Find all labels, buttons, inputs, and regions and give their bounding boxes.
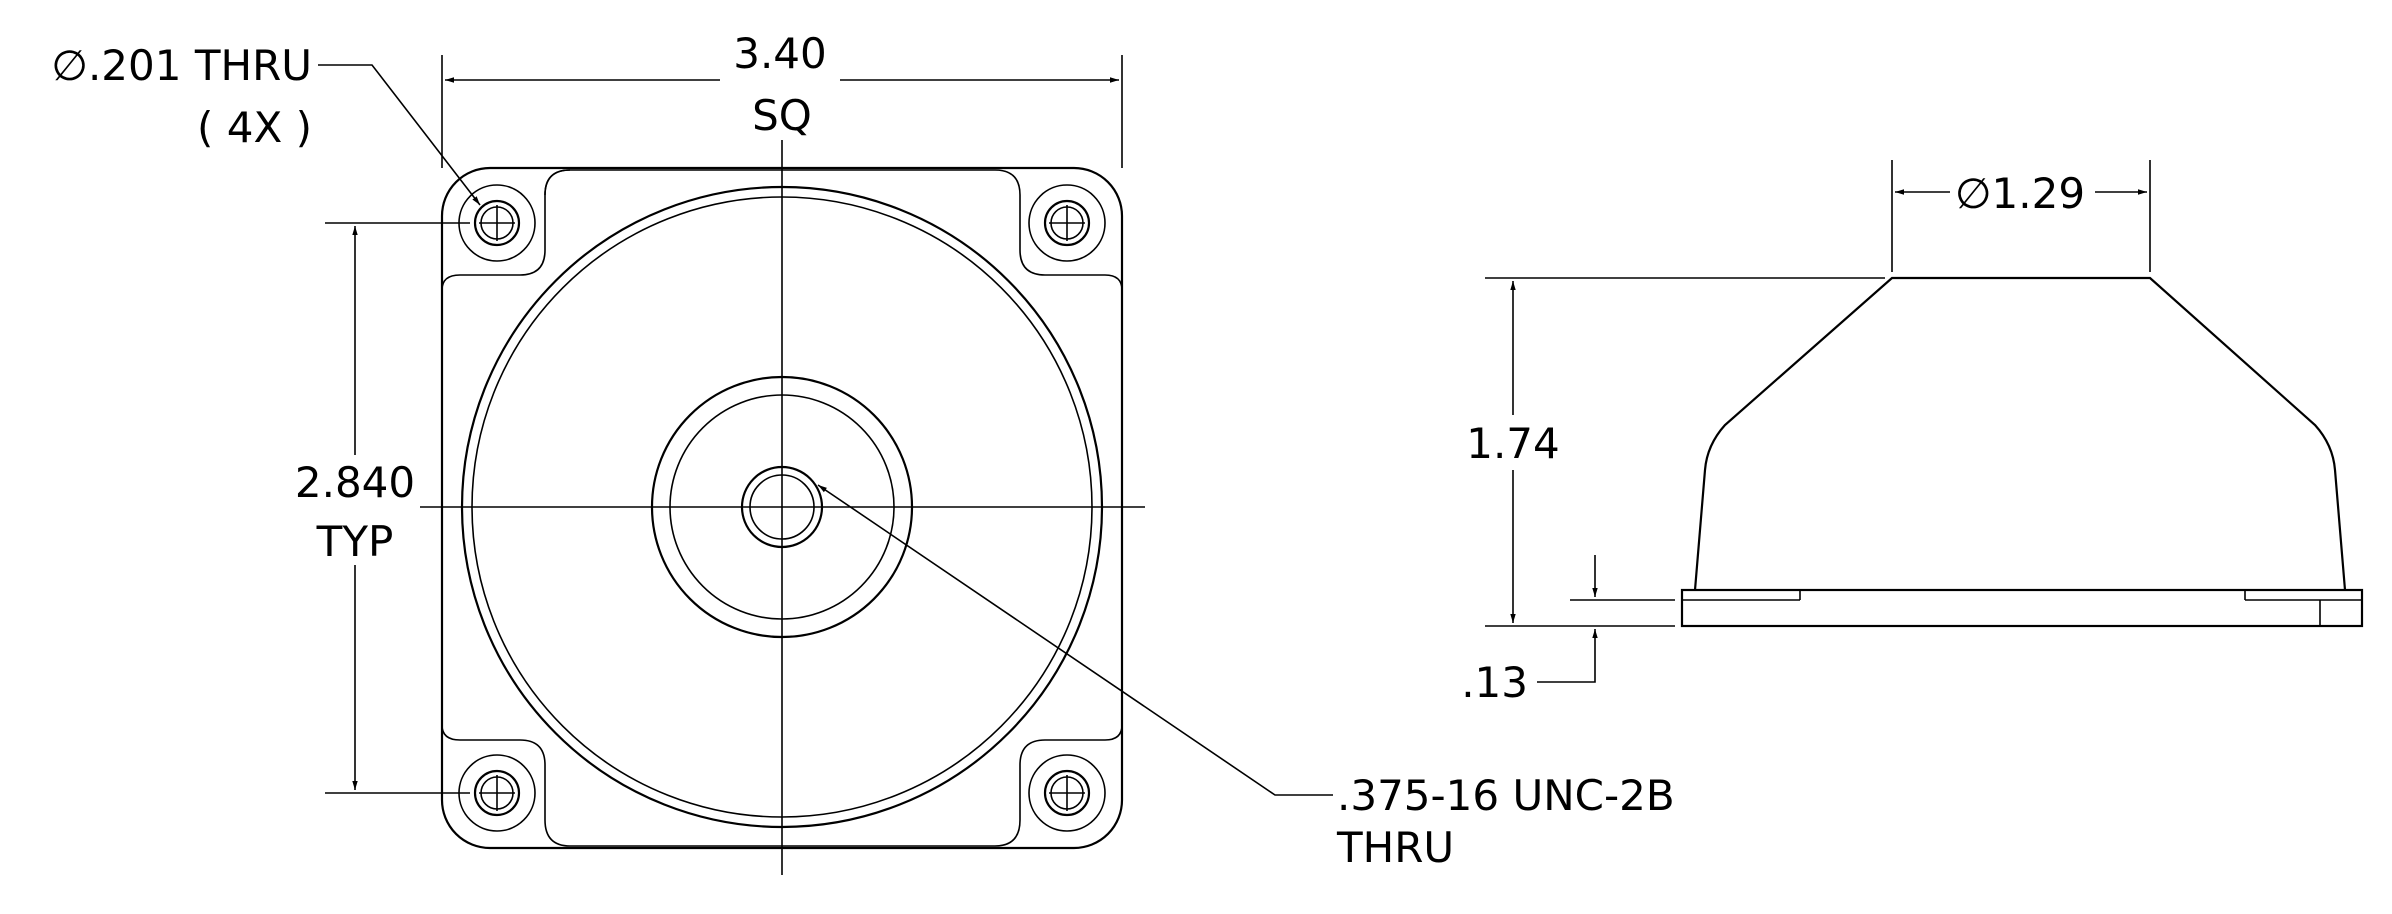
mounting-hole-top-left [458, 184, 536, 262]
thread-callout-line2: THRU [1336, 823, 1454, 872]
hole-callout: ∅.201 THRU ( 4X ) [51, 41, 481, 206]
thread-callout-line1: .375-16 UNC-2B [1337, 771, 1675, 820]
mounting-hole-top-right [1028, 184, 1106, 262]
mounting-hole-bottom-left [458, 754, 536, 832]
base-plate [1680, 588, 2364, 628]
flange-relief-left [441, 169, 571, 291]
height-value: 1.74 [1466, 419, 1560, 468]
bolt-spacing-dimension: 2.840 TYP [295, 222, 470, 794]
top-diameter-value: ∅1.29 [1955, 169, 2085, 218]
hole-callout-line2: ( 4X ) [197, 103, 312, 152]
width-dim-value: 3.40 [733, 29, 827, 78]
width-dimension: 3.40 SQ [441, 29, 1123, 168]
height-dimension: 1.74 [1466, 277, 1885, 627]
flange-relief-top-left [544, 169, 1123, 291]
base-thickness-value: .13 [1461, 658, 1528, 707]
top-diameter-dimension: ∅1.29 [1891, 160, 2151, 272]
body-profile [1693, 276, 2347, 591]
bolt-spacing-note: TYP [316, 517, 394, 566]
thread-callout: .375-16 UNC-2B THRU [817, 484, 1675, 872]
bolt-spacing-value: 2.840 [295, 458, 415, 507]
hole-callout-line1: ∅.201 THRU [51, 41, 312, 90]
base-thickness-dimension: .13 [1461, 555, 1675, 707]
mounting-hole-bottom-right [1028, 754, 1106, 832]
width-dim-note: SQ [752, 91, 812, 140]
side-view: ∅1.29 1.74 .13 [1461, 160, 2364, 707]
front-view: 3.40 SQ 2.840 TYP ∅.201 THRU ( 4X ) .375… [51, 29, 1675, 875]
